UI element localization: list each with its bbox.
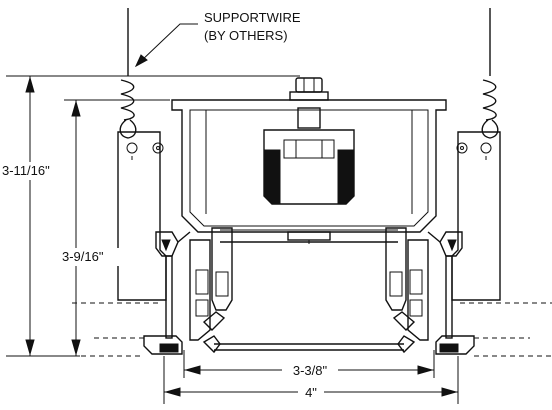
- ceiling-lines-left: [72, 302, 158, 357]
- dim-outer-width-label-bg: [298, 383, 324, 401]
- dim-inner-width-label: 3-3/8": [293, 363, 328, 378]
- side-rail-left: [143, 227, 233, 355]
- driver-clamp: [263, 107, 355, 205]
- top-bolt: [289, 77, 329, 101]
- dim-outer-height-label: 3-11/16": [2, 163, 50, 178]
- dim-outer-width-label: 4": [305, 385, 317, 400]
- support-wire-left: [119, 8, 137, 139]
- callout-line2: (BY OTHERS): [204, 28, 288, 43]
- fixture-housing: [171, 99, 447, 233]
- dim-inner-height-label: 3-9/16": [62, 249, 104, 264]
- dim-inner-height-label-bg: [60, 248, 120, 266]
- ceiling-lines-right: [460, 302, 552, 357]
- lens-channel: [202, 241, 416, 354]
- dim-outer-height: [6, 75, 300, 357]
- side-rail-right: [385, 227, 475, 355]
- hanger-bracket-right: [451, 131, 501, 301]
- hanger-bracket-left: [117, 131, 167, 301]
- support-wire-right: [481, 8, 499, 139]
- dim-outer-height-label-bg: [0, 162, 60, 180]
- callout-leader-arrow: [134, 23, 198, 68]
- dim-inner-width-label-bg: [282, 361, 338, 379]
- dim-inner-height: [64, 99, 170, 357]
- callout-line1: SUPPORTWIRE: [204, 10, 301, 25]
